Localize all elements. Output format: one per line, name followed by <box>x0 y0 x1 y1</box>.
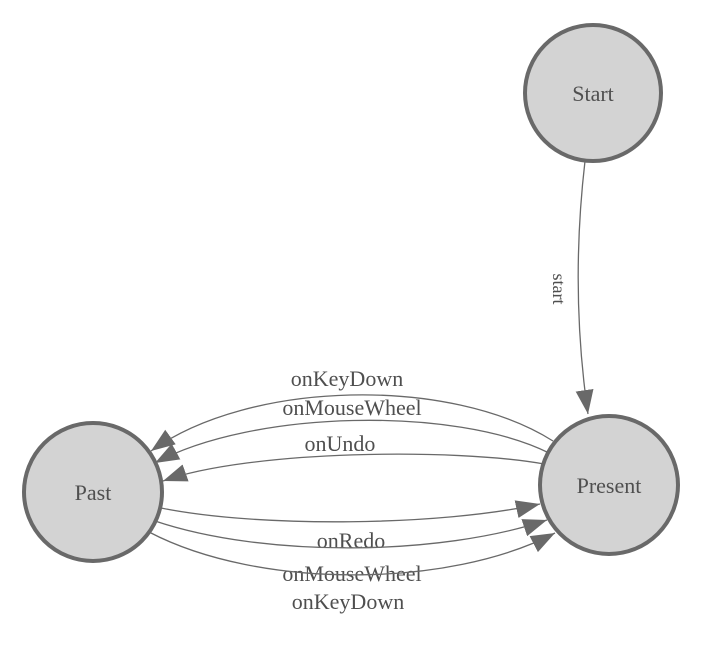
edge-present-to-past-2-label: onMouseWheel <box>282 395 421 420</box>
node-present-label: Present <box>577 473 642 498</box>
node-past: Past <box>22 421 164 563</box>
edge-present-to-past-1-label: onKeyDown <box>291 366 403 391</box>
edge-past-to-present-2-line <box>154 519 548 549</box>
edge-present-to-past-3-line <box>162 453 545 482</box>
edge-past-to-present-3-line <box>148 531 556 576</box>
node-start-circle <box>523 23 663 163</box>
node-past-circle <box>22 421 164 563</box>
edge-present-to-past-2-line <box>154 419 550 464</box>
edge-start-to-present-label: start <box>549 274 569 305</box>
edge-past-to-present-1-line <box>160 500 541 523</box>
edge-present-to-past-1-line <box>150 394 554 452</box>
edge-start-to-present: start <box>549 160 594 415</box>
edge-present-to-past-3-label: onUndo <box>305 431 376 456</box>
edge-past-to-present-group: onRedo onMouseWheel onKeyDown <box>148 500 556 614</box>
node-start: Start <box>523 23 663 163</box>
node-start-label: Start <box>572 81 614 106</box>
node-past-label: Past <box>75 480 112 505</box>
edge-past-to-present-3-label: onKeyDown <box>292 589 404 614</box>
edge-present-to-past-group: onKeyDown onMouseWheel onUndo <box>150 366 554 482</box>
node-present-circle <box>538 414 680 556</box>
edge-past-to-present-1-label: onRedo <box>317 528 385 553</box>
node-present: Present <box>538 414 680 556</box>
edge-start-to-present-line <box>575 160 594 415</box>
